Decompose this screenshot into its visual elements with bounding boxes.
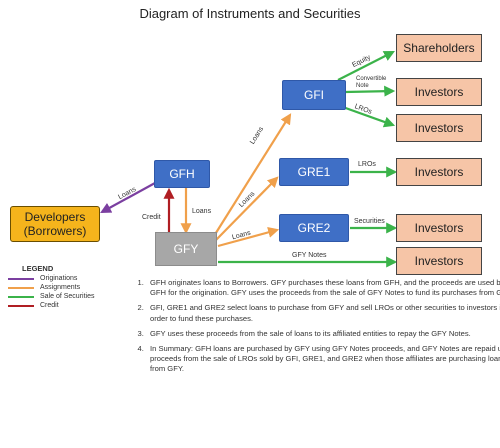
arrow-gfy-to-gfi xyxy=(213,113,292,237)
arrow-gfi-to-investors-lros xyxy=(339,104,396,128)
gre2-box: GRE2 xyxy=(279,214,349,242)
investors-label: Investors xyxy=(414,254,464,268)
explanatory-notes: GFH originates loans to Borrowers. GFY p… xyxy=(118,278,500,380)
edge-label-gfy-notes: GFY Notes xyxy=(292,252,327,259)
legend-swatch-purple xyxy=(8,277,34,280)
investors-label: Investors xyxy=(414,221,464,235)
arrow-gfh-to-developers xyxy=(100,182,156,214)
legend-item-credit: Credit xyxy=(8,301,94,310)
edge-label-lros-gre1: LROs xyxy=(358,161,376,168)
legend-swatch-red xyxy=(8,304,34,307)
gre1-box: GRE1 xyxy=(279,158,349,186)
gre2-label: GRE2 xyxy=(297,221,331,235)
legend-item-assignments: Assignments xyxy=(8,283,94,292)
legend-title: LEGEND xyxy=(22,264,54,273)
gfy-box: GFY xyxy=(155,232,217,266)
edge-label-securities: Securities xyxy=(354,218,385,225)
note-item: GFI, GRE1 and GRE2 select loans to purch… xyxy=(146,303,500,323)
investors-label: Investors xyxy=(414,165,464,179)
note-item: GFY uses these proceeds from the sale of… xyxy=(146,329,500,339)
investors-box-4: Investors xyxy=(396,214,482,242)
legend-swatch-green xyxy=(8,295,34,298)
arrow-gfi-to-investors-note xyxy=(344,85,396,97)
arrow-gfy-to-gre1 xyxy=(215,176,279,241)
investors-label: Investors xyxy=(414,121,464,135)
edge-label-loans-gfh-gfy: Loans xyxy=(192,208,212,215)
investors-box-1: Investors xyxy=(396,78,482,106)
investors-box-5: Investors xyxy=(396,247,482,275)
gfh-label: GFH xyxy=(169,167,195,181)
note-item: GFH originates loans to Borrowers. GFY p… xyxy=(146,278,500,298)
gfh-box: GFH xyxy=(154,160,210,188)
legend-item-originations: Originations xyxy=(8,274,94,283)
gfi-label: GFI xyxy=(304,88,324,102)
arrow-gfy-to-gre2 xyxy=(217,226,280,248)
shareholders-label: Shareholders xyxy=(403,41,475,55)
edge-label-credit: Credit xyxy=(142,214,161,221)
gre1-label: GRE1 xyxy=(297,165,331,179)
developers-sublabel: (Borrowers) xyxy=(23,224,87,238)
diagram-title: Diagram of Instruments and Securities xyxy=(139,6,361,21)
investors-box-3: Investors xyxy=(396,158,482,186)
arrow-gfi-to-shareholders xyxy=(337,51,395,81)
shareholders-box: Shareholders xyxy=(396,34,482,62)
investors-label: Investors xyxy=(414,85,464,99)
developers-box: Developers (Borrowers) xyxy=(10,206,100,242)
investors-box-2: Investors xyxy=(396,114,482,142)
note-item: In Summary: GFH loans are purchased by G… xyxy=(146,344,500,375)
developers-label: Developers xyxy=(24,210,86,224)
gfy-label: GFY xyxy=(173,242,199,256)
legend-item-sale-of-securities: Sale of Securities xyxy=(8,292,94,301)
legend: LEGEND Originations Assignments Sale of … xyxy=(8,264,94,310)
gfi-box: GFI xyxy=(282,80,346,110)
legend-swatch-orange xyxy=(8,286,34,289)
edge-label-convertible-note: Convertible Note xyxy=(356,76,387,89)
